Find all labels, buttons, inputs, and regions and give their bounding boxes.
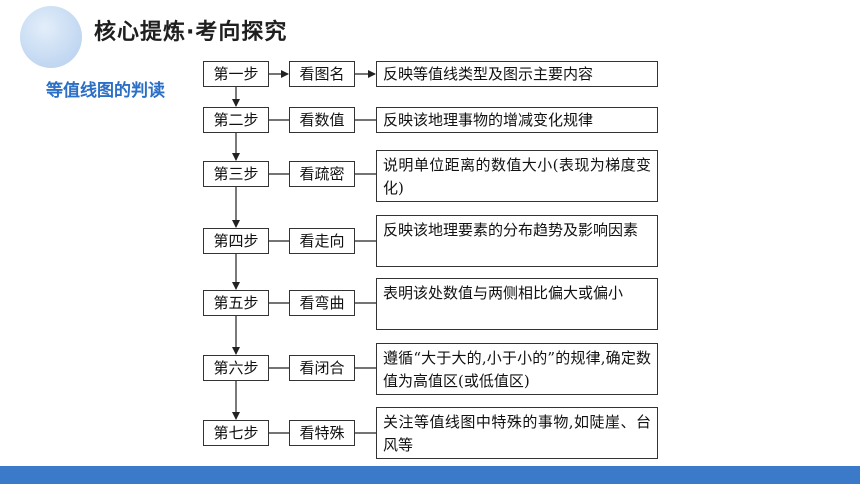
step-box-5: 第五步 <box>203 290 269 316</box>
desc-box-5: 表明该处数值与两侧相比偏大或偏小 <box>376 278 658 330</box>
look-box-5: 看弯曲 <box>289 290 355 316</box>
step-box-6: 第六步 <box>203 355 269 381</box>
bottom-bar <box>0 466 860 484</box>
desc-box-4: 反映该地理要素的分布趋势及影响因素 <box>376 215 658 267</box>
look-box-3: 看疏密 <box>289 161 355 187</box>
look-box-7: 看特殊 <box>289 420 355 446</box>
step-box-3: 第三步 <box>203 161 269 187</box>
step-box-4: 第四步 <box>203 228 269 254</box>
section-subtitle: 等值线图的判读 <box>46 81 165 101</box>
look-box-1: 看图名 <box>289 61 355 87</box>
page-title: 核心提炼·考向探究 <box>94 20 288 45</box>
decorative-circle <box>20 6 82 68</box>
desc-box-3: 说明单位距离的数值大小(表现为梯度变化) <box>376 150 658 202</box>
desc-box-2: 反映该地理事物的增减变化规律 <box>376 107 658 133</box>
step-box-2: 第二步 <box>203 107 269 133</box>
look-box-2: 看数值 <box>289 107 355 133</box>
flow-connectors <box>232 70 376 434</box>
look-box-6: 看闭合 <box>289 355 355 381</box>
step-box-1: 第一步 <box>203 61 269 87</box>
desc-box-7: 关注等值线图中特殊的事物,如陡崖、台风等 <box>376 407 658 459</box>
desc-box-6: 遵循“大于大的,小于小的”的规律,确定数值为高值区(或低值区) <box>376 343 658 395</box>
desc-box-1: 反映等值线类型及图示主要内容 <box>376 61 658 87</box>
look-box-4: 看走向 <box>289 228 355 254</box>
step-box-7: 第七步 <box>203 420 269 446</box>
